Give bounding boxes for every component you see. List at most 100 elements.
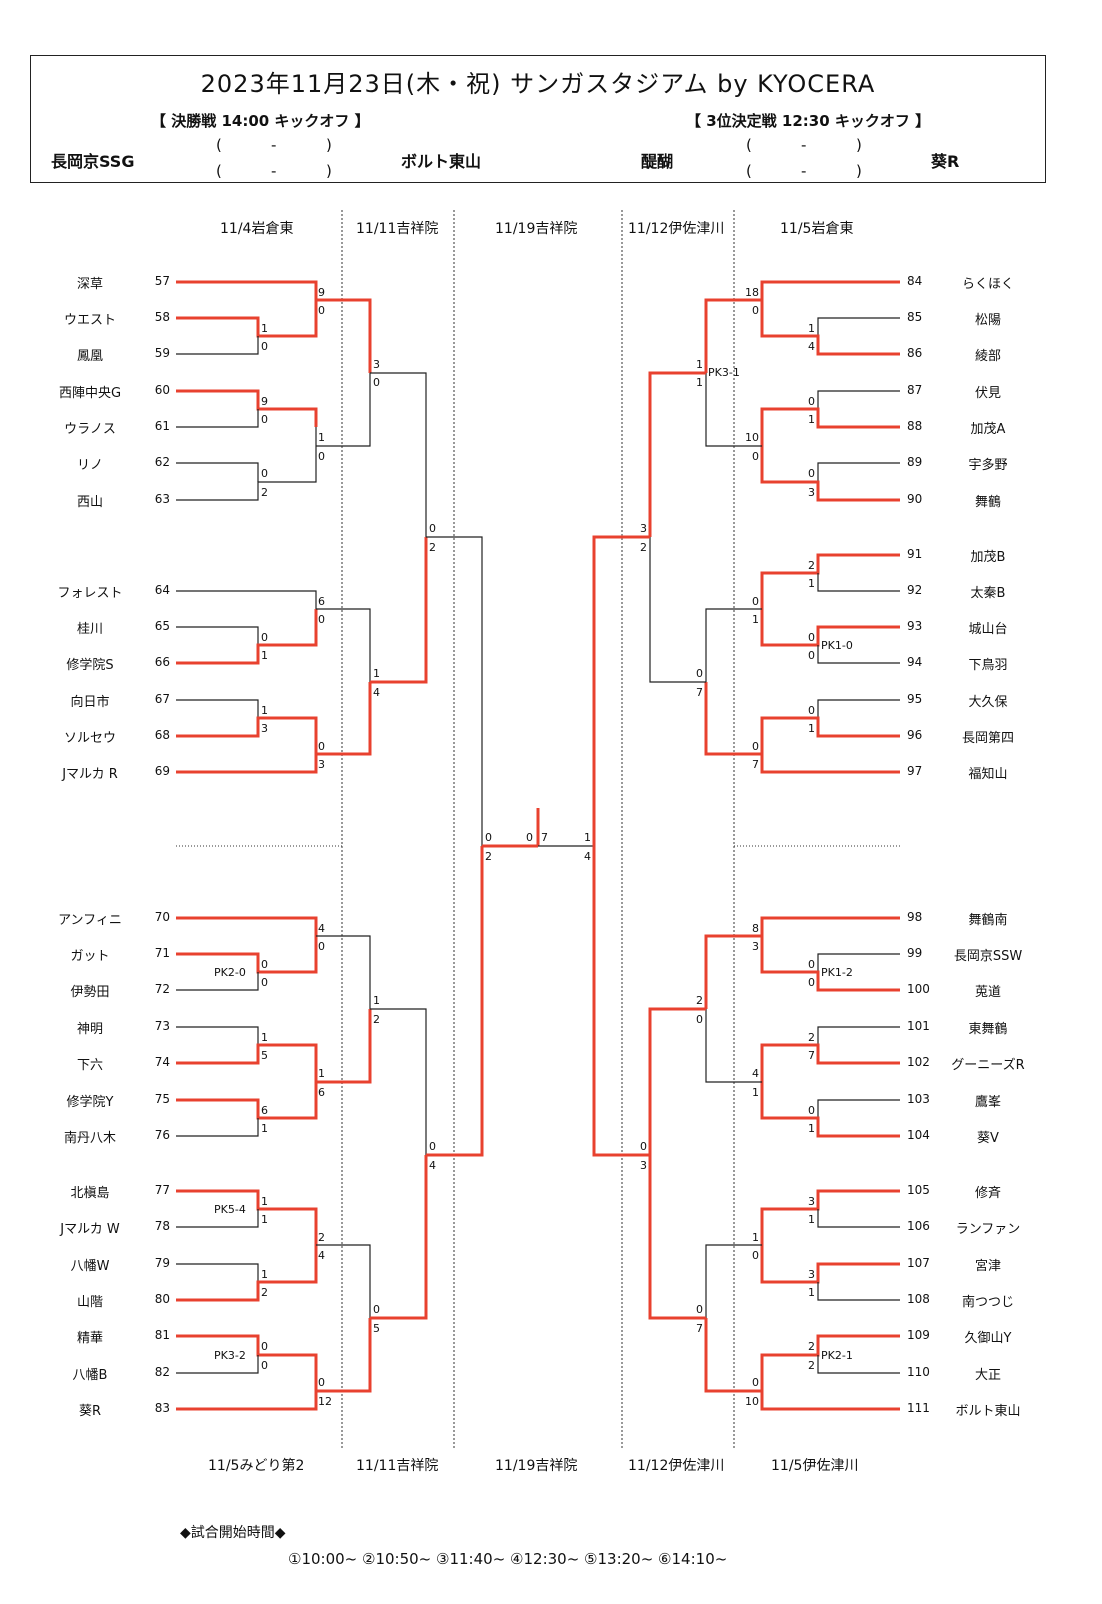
score-bottom: 1: [808, 1122, 815, 1135]
score-bottom: 0: [261, 413, 268, 426]
pk-label: PK1-0: [821, 639, 853, 652]
score-top: 0: [429, 1140, 436, 1153]
date-top-semi: 11/19吉祥院: [495, 221, 578, 237]
team-name: 長岡第四: [961, 731, 1014, 746]
team-name: 八幡B: [72, 1368, 108, 1383]
score-top: 1: [261, 322, 268, 335]
score-top: 6: [261, 1104, 268, 1117]
score-top: 0: [752, 1376, 759, 1389]
team-name: 宮津: [974, 1259, 1001, 1274]
team-seed: 65: [154, 619, 170, 633]
score-bottom: 12: [318, 1395, 332, 1408]
team-seed: 57: [154, 274, 170, 288]
bracket-line-12: [176, 609, 318, 665]
score-bottom: 1: [752, 1086, 759, 1099]
team-name: 南丹八木: [63, 1131, 116, 1146]
team-seed: 92: [907, 583, 923, 597]
team-seed: 60: [154, 383, 170, 397]
team-name: 下六: [76, 1058, 103, 1073]
score-top: 1: [752, 1231, 759, 1244]
score-bottom: 1: [808, 577, 815, 590]
score-bottom: 3: [808, 486, 815, 499]
score-top: 0: [429, 522, 436, 535]
third-score-close-2: ): [856, 162, 862, 180]
score-top: 1: [808, 322, 815, 335]
bracket-line-40: [426, 846, 484, 1157]
start-times-list: ①10:00~ ②10:50~ ③11:40~ ④12:30~ ⑤13:20~ …: [288, 1550, 728, 1568]
team-name: 大久保: [968, 695, 1008, 710]
score-top: 3: [808, 1268, 815, 1281]
score-bottom: 3: [640, 1159, 647, 1172]
team-seed: 109: [907, 1328, 930, 1342]
bracket-line-77: [760, 1245, 900, 1284]
score-bottom: 0: [318, 450, 325, 463]
date-top-r2-left: 11/11吉祥院: [356, 221, 439, 237]
bracket-line-62: [704, 682, 762, 756]
bracket-line-49: [760, 407, 900, 446]
team-name: 修学院S: [66, 658, 114, 673]
bracket-line-30: [176, 1189, 318, 1245]
team-seed: 111: [907, 1401, 930, 1415]
team-name: 久御山Y: [964, 1331, 1012, 1346]
third-place-label: 【 3位決定戦 12:30 キックオフ 】: [686, 112, 931, 130]
team-seed: 81: [154, 1328, 170, 1342]
score-bottom: 3: [318, 758, 325, 771]
score-top: 3: [808, 1195, 815, 1208]
team-name: 太秦B: [970, 586, 1006, 601]
score-bottom: 1: [808, 1286, 815, 1299]
score-top: 0: [261, 631, 268, 644]
score-top: 1: [696, 358, 703, 371]
bracket-line-39: [370, 1155, 428, 1320]
team-name: Jマルカ R: [62, 767, 118, 782]
bracket-line-21: [176, 936, 318, 974]
team-seed: 103: [907, 1092, 930, 1106]
team-seed: 66: [154, 655, 170, 669]
bracket-line-63: [649, 537, 706, 683]
team-seed: 71: [154, 946, 170, 960]
team-name: 宇多野: [968, 458, 1008, 473]
score-bottom: 1: [261, 1213, 268, 1226]
score-top: 2: [696, 994, 703, 1007]
score-bottom: 7: [696, 686, 703, 699]
score-top: 9: [318, 286, 325, 299]
team-seed: 70: [154, 910, 170, 924]
date-top-r1-right: 11/5岩倉東: [780, 221, 854, 237]
team-name: 伏見: [974, 386, 1001, 401]
bracket-line-34: [316, 1244, 371, 1318]
team-name: ウエスト: [63, 313, 116, 328]
score-top: 0: [261, 1340, 268, 1353]
bracket-line-6: [176, 462, 259, 482]
team-name: リノ: [76, 458, 103, 473]
bracket-line-78: [817, 1282, 900, 1301]
bracket-line-58: [705, 608, 762, 682]
team-seed: 102: [907, 1055, 930, 1069]
score-bottom: 0: [696, 1013, 703, 1026]
team-seed: 110: [907, 1365, 930, 1379]
team-seed: 105: [907, 1183, 930, 1197]
start-times-heading: ◆試合開始時間◆: [180, 1525, 286, 1541]
bracket-line-17: [316, 682, 372, 756]
team-name: Jマルカ W: [60, 1222, 120, 1237]
date-bottom-r1-right: 11/5伊佐津川: [771, 1458, 859, 1474]
team-name: 城山台: [968, 622, 1008, 637]
team-name: 綾部: [974, 349, 1001, 364]
score-bottom: 0: [261, 1359, 268, 1372]
bracket-line-37: [176, 1391, 318, 1411]
bracket-line-81: [817, 1355, 900, 1374]
team-name: 西陣中央G: [58, 386, 122, 401]
score-bottom: 4: [318, 1249, 325, 1262]
bracket-line-24: [176, 1026, 259, 1045]
score-bottom: 0: [318, 940, 325, 953]
score-bottom: 1: [808, 722, 815, 735]
score-bottom: 3: [752, 940, 759, 953]
team-seed: 95: [907, 692, 923, 706]
team-name: 鷹峯: [974, 1095, 1001, 1110]
team-seed: 90: [907, 492, 923, 506]
team-seed: 82: [154, 1365, 170, 1379]
score-bottom: 5: [373, 1322, 380, 1335]
bracket-line-13: [316, 608, 371, 682]
team-name: 山階: [76, 1295, 103, 1310]
score-top: 1: [318, 1067, 325, 1080]
score-top: 0: [752, 595, 759, 608]
score-bottom: 1: [261, 1122, 268, 1135]
